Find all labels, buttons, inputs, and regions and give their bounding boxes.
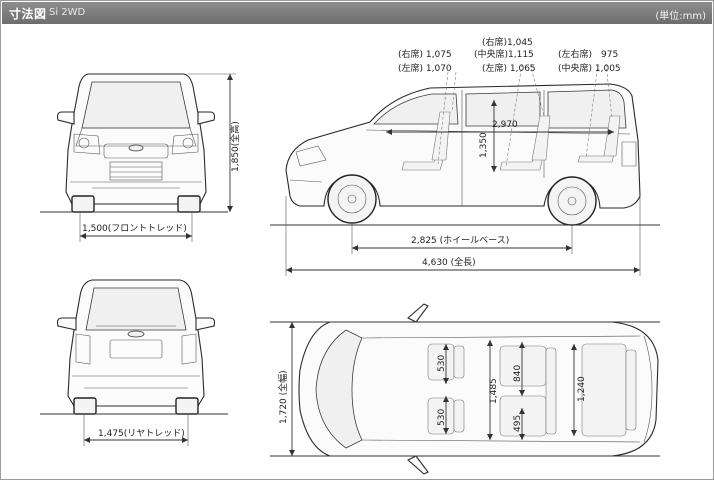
rear-view-drawing [40,279,228,415]
headroom-middle-center-label: (中央席)1,115 [474,48,534,60]
front-tread-label: 1,500(フロントトレッド) [82,224,187,234]
headroom-middle-left-label: (左席) 1,065 [482,62,536,74]
interior-width-label: 1,485 [489,378,499,404]
wheelbase-dimension: 2,825 (ホイールベース) [351,224,573,254]
middle-seat-width-label: 840 [513,365,523,382]
page-title: 寸法図 [9,7,47,21]
overall-width-label: 1,720 (全幅) [277,370,289,424]
front-seat-width-top-label: 530 [437,355,447,372]
headroom-middle-right-label: (右席)1,045 [482,36,533,48]
interior-length-label: 2,970 [492,120,518,130]
title-bar: 寸法図 Si 2WD (単位:mm) [2,2,712,24]
top-view-drawing [270,303,660,475]
front-tread-dimension: 1,500(フロントトレッド) [79,212,193,242]
interior-height-label: 1,350 [479,132,489,158]
overall-length-dimension: 4,630 (全長) [285,196,641,276]
unit-label: (単位:mm) [655,11,706,22]
front-height-dimension: 1,850(全高) [188,73,241,212]
rear-tread-dimension: 1,475(リヤトレッド) [83,414,189,446]
headroom-labels: (右席) 1,075 (左席) 1,070 (右席)1,045 (中央席)1,1… [398,36,621,74]
side-interior-dimensions: 2,970 1,350 [386,63,614,172]
model-subtitle: Si 2WD [49,7,86,18]
overall-height-label: 1,850(全高) [229,121,241,172]
headroom-rear-center-label: (中央席) 1,005 [558,62,621,74]
side-view-drawing [270,83,660,226]
rear-seat-width-label: 1,240 [577,376,587,402]
wheelbase-label: 2,825 (ホイールベース) [411,235,509,246]
headroom-front-left-label: (左席) 1,070 [398,62,452,74]
overall-length-label: 4,630 (全長) [422,256,476,268]
rear-tread-label: 1,475(リヤトレッド) [98,429,185,439]
top-view-dimensions: 1,720 (全幅) 530 530 1,485 840 495 1,240 [277,322,587,456]
front-view-drawing [40,73,228,213]
middle-aisle-label: 495 [513,415,523,432]
headroom-front-right-label: (右席) 1,075 [398,48,452,60]
headroom-rear-lr-label: (左右席) 975 [558,48,618,60]
front-seat-width-bottom-label: 530 [437,409,447,426]
